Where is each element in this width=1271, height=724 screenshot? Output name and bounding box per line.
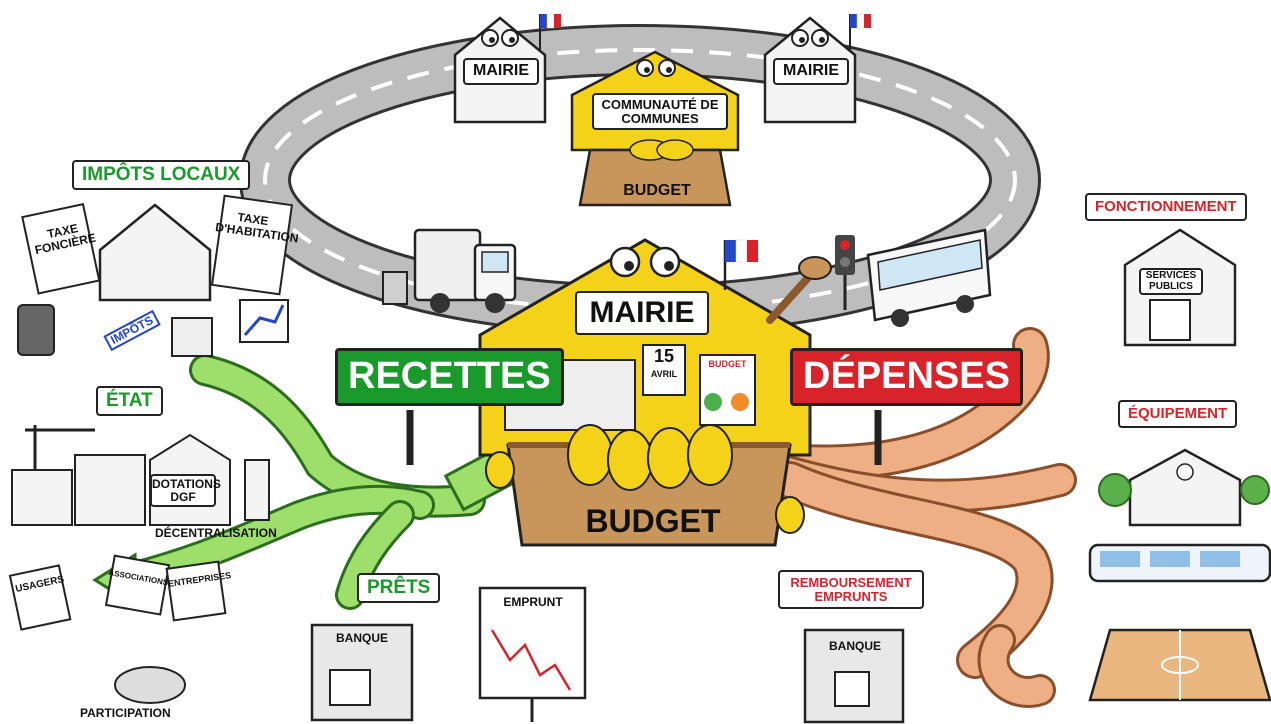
budget-board-label: BUDGET bbox=[708, 359, 747, 369]
recettes-branches bbox=[92, 354, 537, 610]
dotations-label: DOTATIONS DGF bbox=[150, 474, 221, 508]
bus bbox=[866, 228, 992, 327]
equipement-title: ÉQUIPEMENT bbox=[1118, 400, 1238, 428]
emprunt-label: EMPRUNT bbox=[503, 595, 563, 609]
bank-right bbox=[803, 628, 905, 724]
fonctionnement-title: FONCTIONNEMENT bbox=[1085, 193, 1247, 221]
depenses-sign: DÉPENSES bbox=[790, 348, 1023, 406]
garbage-truck bbox=[382, 228, 517, 313]
central-mairie-label: MAIRIE bbox=[575, 291, 709, 335]
prets-title: PRÊTS bbox=[357, 573, 441, 603]
etat-title: ÉTAT bbox=[96, 386, 163, 416]
banque-right-label: BANQUE bbox=[828, 639, 881, 653]
mairie-right-label: MAIRIE bbox=[773, 58, 849, 85]
communaute-budget-label: BUDGET bbox=[623, 182, 691, 199]
central-budget-label: BUDGET bbox=[585, 503, 721, 539]
emprunt-easel bbox=[478, 586, 587, 722]
depenses-branches bbox=[752, 327, 1077, 708]
train bbox=[1088, 543, 1271, 583]
remboursement-title: REMBOURSEMENT EMPRUNTS bbox=[778, 570, 924, 610]
school-building bbox=[1098, 448, 1270, 527]
banque-left-label: BANQUE bbox=[335, 631, 388, 645]
services-publics-label: SERVICES PUBLICS bbox=[1139, 268, 1203, 295]
calendar-day: 15 bbox=[653, 346, 675, 366]
communaute-label: COMMUNAUTÉ DE COMMUNES bbox=[592, 93, 728, 131]
participation-label: PARTICIPATION bbox=[80, 706, 171, 720]
participation-scene bbox=[8, 554, 227, 704]
decentralisation-label: DÉCENTRALISATION bbox=[155, 526, 277, 540]
impots-locaux-title: IMPÔTS LOCAUX bbox=[72, 160, 251, 190]
calendar-month: AVRIL bbox=[650, 369, 678, 379]
impots-house bbox=[17, 194, 294, 357]
mairie-left-label: MAIRIE bbox=[463, 58, 539, 85]
central-budget-basket bbox=[485, 424, 805, 547]
traffic-light bbox=[835, 235, 855, 310]
basketball-court bbox=[1088, 628, 1271, 702]
recettes-sign: RECETTES bbox=[335, 348, 564, 406]
bank-left bbox=[310, 623, 414, 722]
central-mairie-building bbox=[478, 238, 832, 457]
etat-city bbox=[11, 425, 270, 526]
